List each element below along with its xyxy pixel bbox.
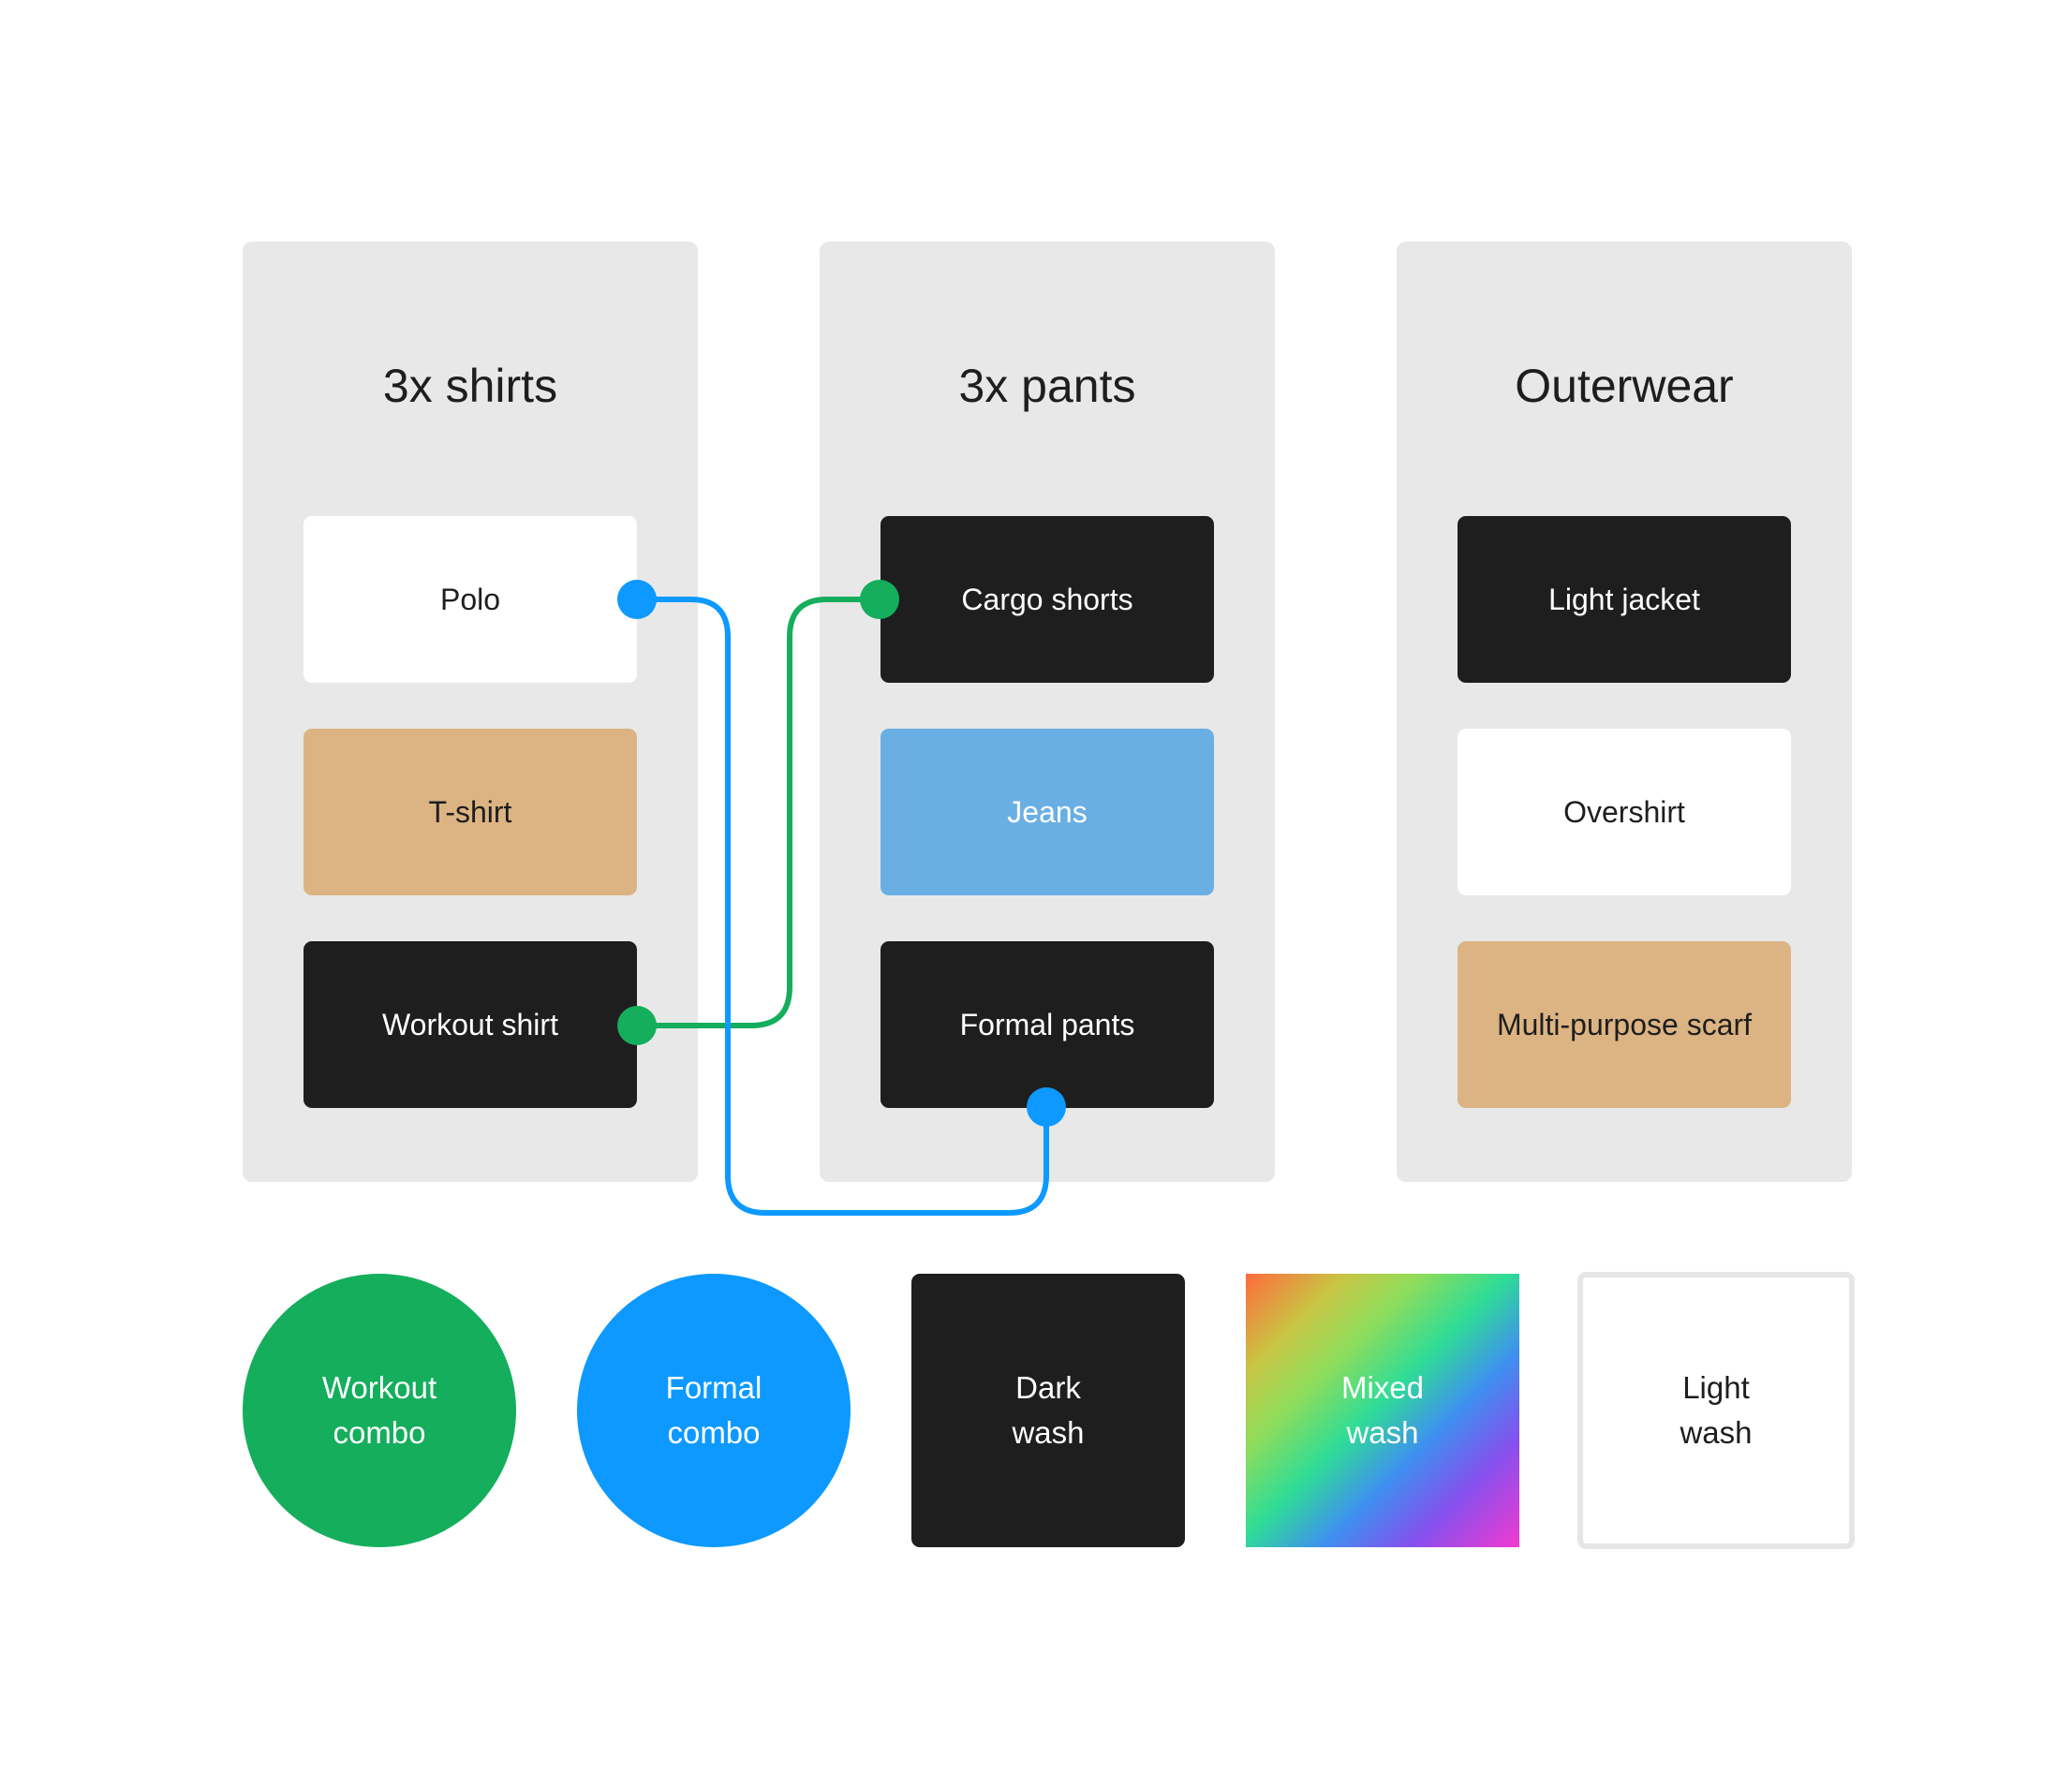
card-formal-pants[interactable]: Formal pants: [881, 941, 1214, 1108]
column-shirts: 3x shirts Polo T-shirt Workout shirt: [243, 242, 698, 1182]
card-workout-shirt[interactable]: Workout shirt: [303, 941, 637, 1108]
legend-label: Formal combo: [665, 1370, 762, 1450]
legend-label: Dark wash: [1012, 1370, 1085, 1450]
card-cargo-shorts[interactable]: Cargo shorts: [881, 516, 1214, 683]
column-pants: 3x pants Cargo shorts Jeans Formal pants: [820, 242, 1275, 1182]
column-title: 3x shirts: [382, 360, 558, 412]
legend-mixed-wash: Mixed wash: [1246, 1274, 1519, 1547]
legend-light-wash: Light wash: [1577, 1272, 1855, 1549]
card-multi-purpose-scarf[interactable]: Multi-purpose scarf: [1458, 941, 1791, 1108]
card-polo[interactable]: Polo: [303, 516, 637, 683]
column-outerwear: Outerwear Light jacket Overshirt Multi-p…: [1397, 242, 1852, 1182]
card-t-shirt[interactable]: T-shirt: [303, 729, 637, 895]
column-title: Outerwear: [1515, 360, 1734, 412]
card-light-jacket[interactable]: Light jacket: [1458, 516, 1791, 683]
legend-label: Light wash: [1680, 1370, 1753, 1450]
card-overshirt[interactable]: Overshirt: [1458, 729, 1791, 895]
legend-formal-combo: Formal combo: [577, 1274, 851, 1547]
card-jeans[interactable]: Jeans: [881, 729, 1214, 895]
column-title: 3x pants: [958, 360, 1136, 412]
legend-label: Mixed wash: [1340, 1370, 1425, 1450]
legend-label: Workout combo: [321, 1370, 437, 1450]
legend-dark-wash: Dark wash: [911, 1274, 1185, 1547]
legend-workout-combo: Workout combo: [243, 1274, 516, 1547]
